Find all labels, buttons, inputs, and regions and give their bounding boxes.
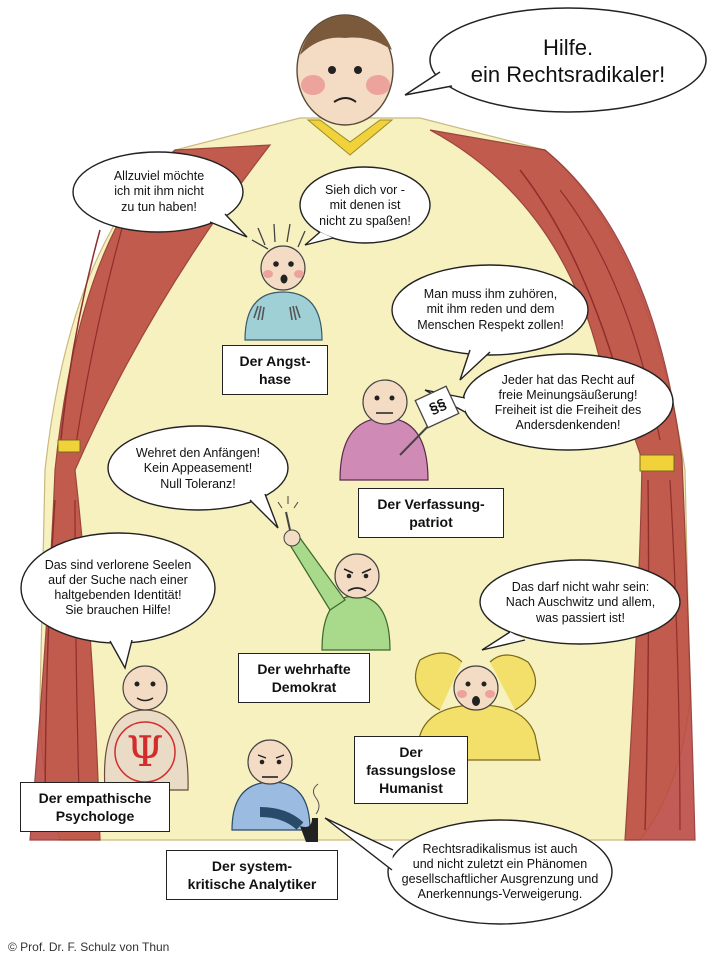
angsthase-figure — [244, 223, 323, 341]
angsthase-speech-1: Allzuviel möchte ich mit ihm nicht zu tu… — [113, 169, 205, 214]
giant-bubble — [429, 7, 707, 113]
pipe-icon — [300, 818, 318, 842]
demokrat-figure — [277, 496, 391, 651]
psi-symbol: Ψ — [126, 727, 164, 777]
analytiker-bubble — [387, 819, 613, 925]
verfassungspatriot-figure — [339, 379, 460, 481]
analytiker-speech: Rechtsradikalismus ist auch und nicht zu… — [401, 841, 599, 902]
label-demokrat: Der wehrhafte Demokrat — [238, 653, 370, 703]
label-psychologe: Der empathische Psychologe — [20, 782, 170, 832]
demokrat-speech: Wehret den Anfängen! Kein Appeasement! N… — [135, 446, 261, 491]
giant-speech-text: Hilfe. ein Rechtsradikaler! — [470, 34, 666, 88]
psychologe-speech: Das sind verlorene Seelen auf der Suche … — [44, 557, 192, 618]
patriot-speech-1: Man muss ihm zuhören, mit ihm reden und … — [417, 287, 564, 332]
angsthase-speech-2: Sieh dich vor - mit denen ist nicht zu s… — [319, 183, 411, 228]
demokrat-bubble — [107, 425, 289, 511]
analytiker-figure — [231, 739, 320, 842]
humanist-speech: Das darf nicht wahr sein: Nach Auschwitz… — [505, 580, 656, 625]
label-verfassungspatriot: Der Verfassung- patriot — [358, 488, 504, 538]
label-humanist: Der fassungslose Humanist — [354, 736, 468, 804]
patriot-speech-2: Jeder hat das Recht auf freie Meinungsäu… — [494, 372, 642, 433]
speech-bubble-shapes — [20, 7, 707, 925]
angsthase-bubble-2 — [299, 166, 431, 244]
giant-head — [296, 14, 394, 126]
psychologe-figure — [103, 665, 189, 791]
giant-bubble-tail — [404, 71, 453, 96]
copyright-notice: © Prof. Dr. F. Schulz von Thun — [8, 940, 170, 954]
label-analytiker: Der system- kritische Analytiker — [166, 850, 338, 900]
paragraph-sign — [414, 385, 460, 429]
label-angsthase: Der Angst- hase — [222, 345, 328, 395]
patriot-bubble-1 — [391, 264, 589, 356]
angsthase-bubble-1 — [72, 151, 244, 233]
giant-collar — [306, 119, 394, 156]
right-tieback — [639, 454, 675, 472]
left-tieback — [57, 439, 81, 453]
humanist-bubble — [479, 559, 681, 645]
